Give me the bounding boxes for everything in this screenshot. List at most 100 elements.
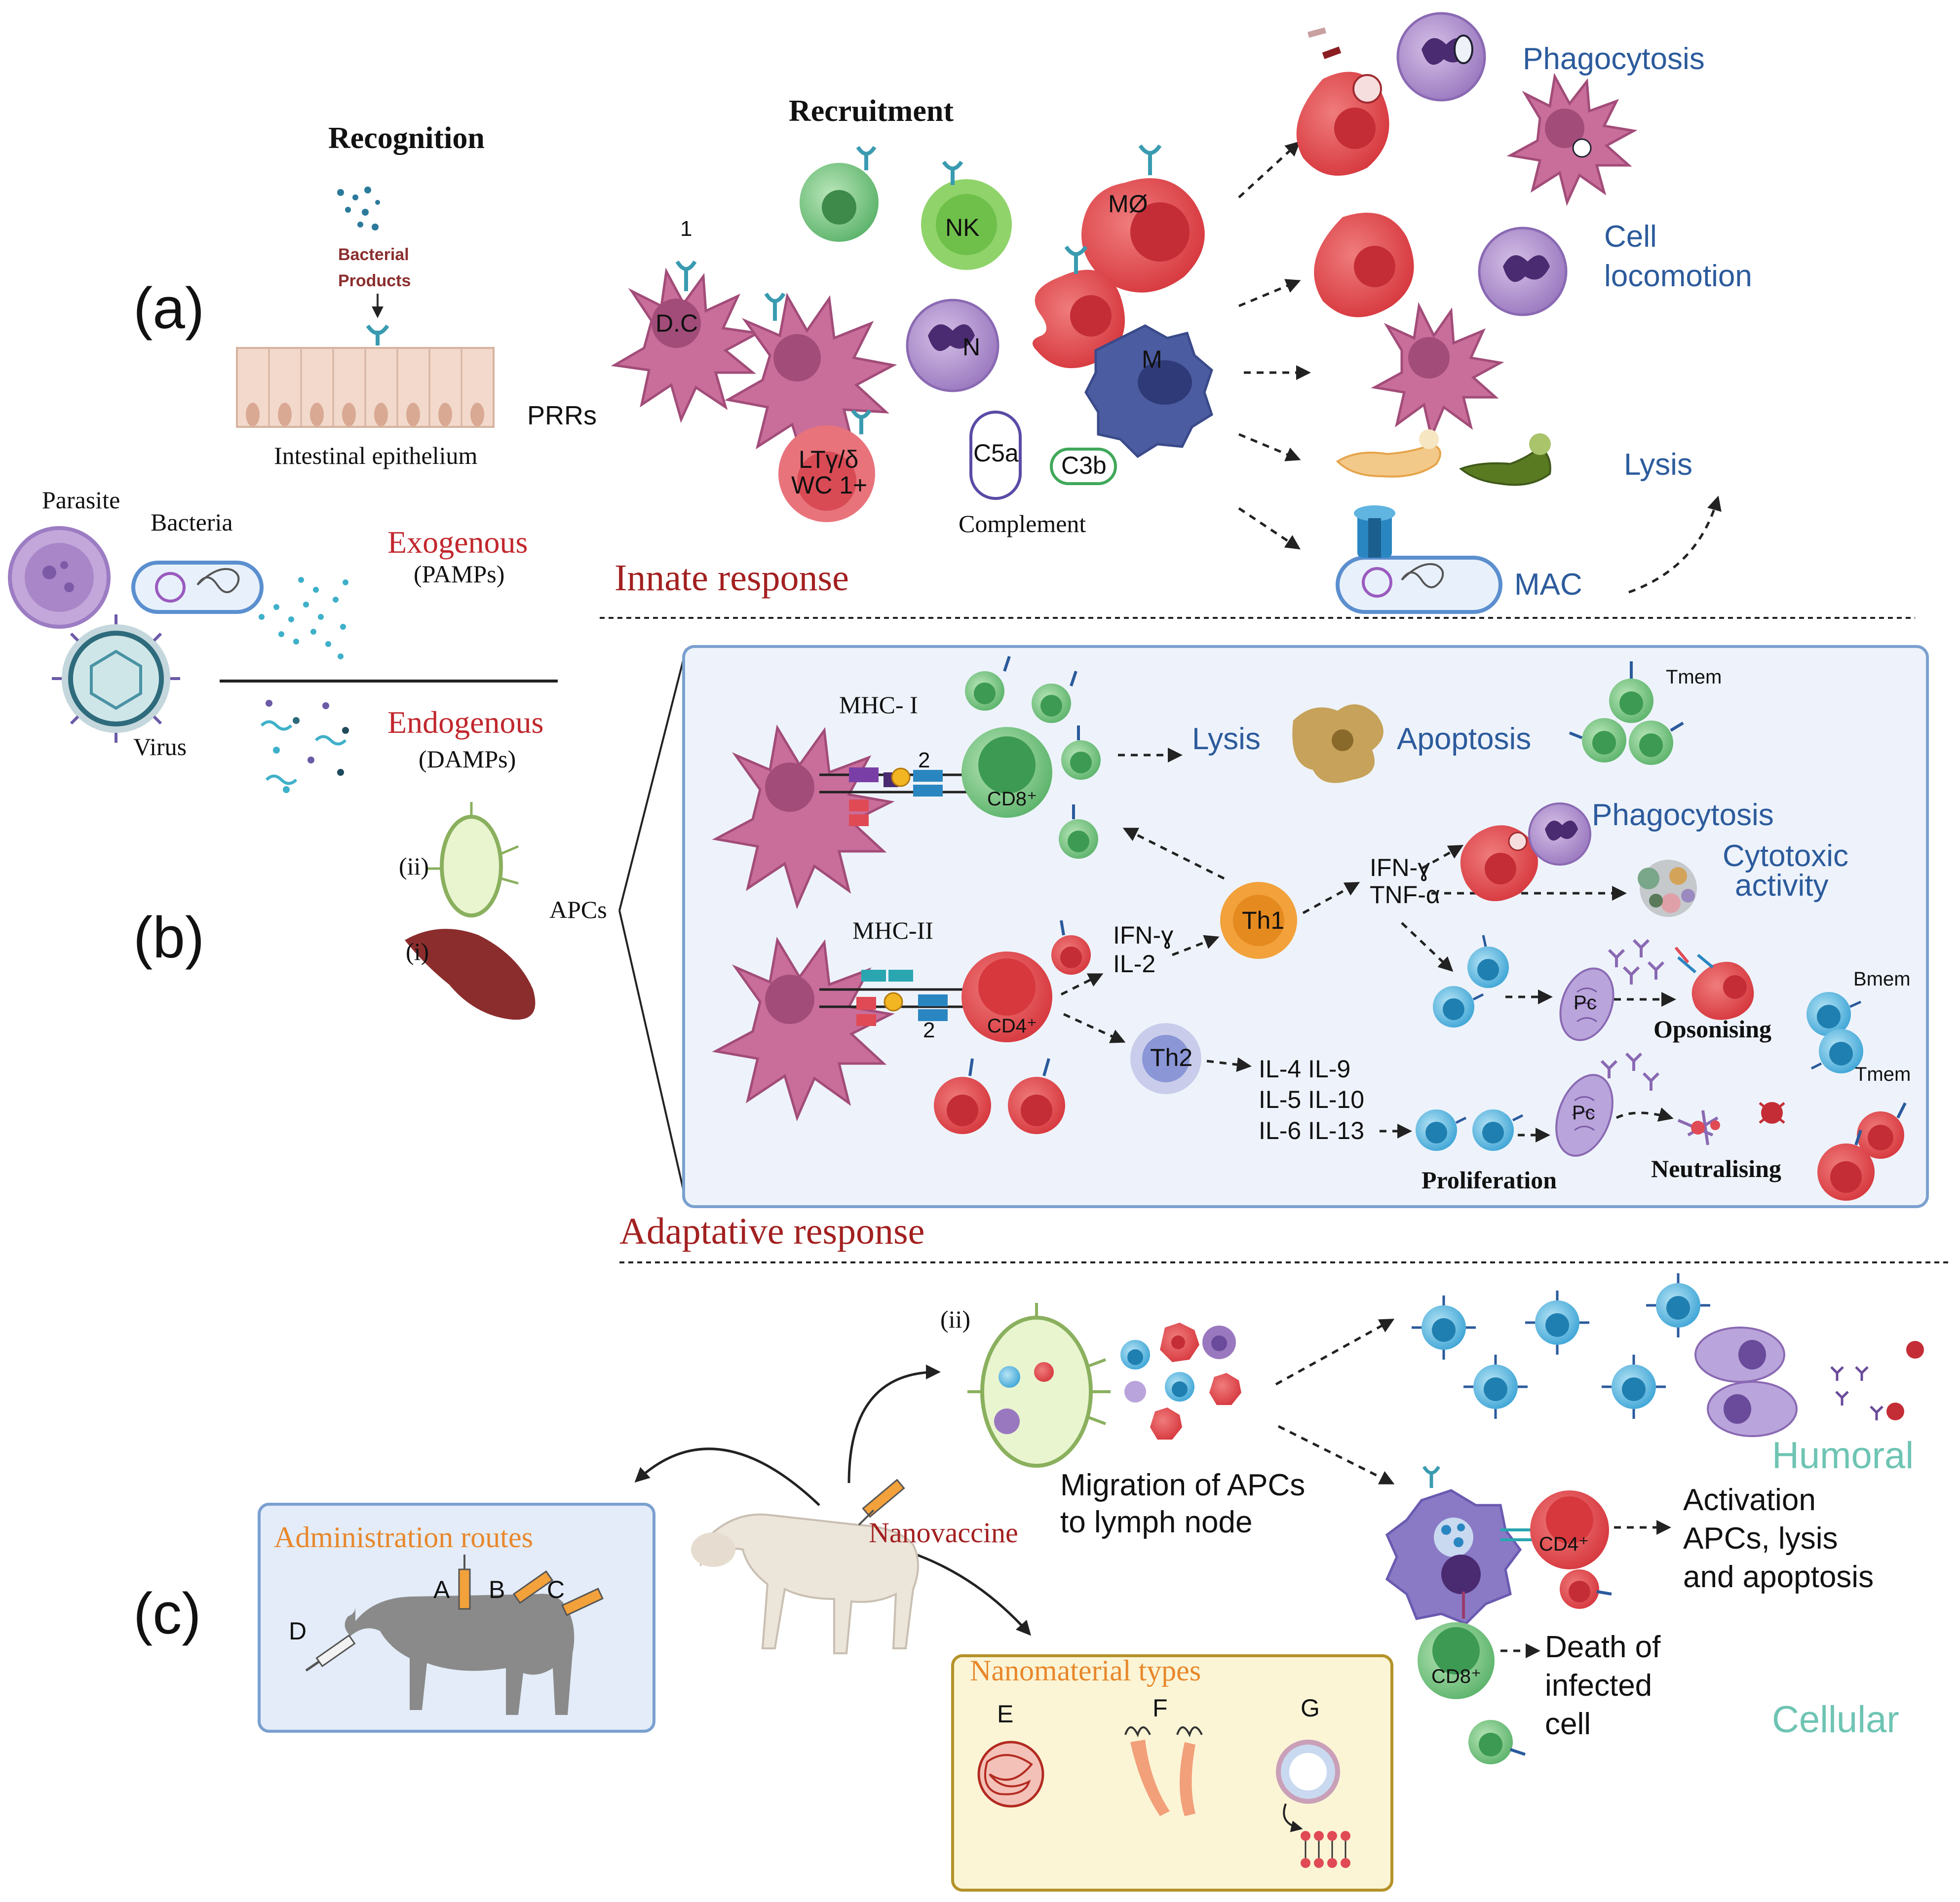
mhc2-tcr-complex-icon (819, 970, 967, 1026)
antibodies-top-icon (1608, 939, 1665, 985)
damps-dots (260, 700, 349, 793)
cytotoxic-label-2: activity (1735, 869, 1828, 903)
panel-label-a: (a) (133, 276, 204, 341)
apcs-label: APCs (549, 896, 607, 923)
ifn-tnf-label-2: TNF-α (1370, 881, 1440, 909)
type-e-label: E (997, 1700, 1013, 1728)
dc-label: D.C (655, 309, 698, 337)
pamps-label: (PAMPs) (414, 560, 504, 588)
route-b-label: B (489, 1576, 505, 1603)
arrow-pc-to-neutralising (1615, 1107, 1674, 1122)
arrow-to-humoral (1275, 1319, 1395, 1386)
organ-i-icon (405, 929, 536, 1020)
nanoparticle-e-icon (977, 1741, 1044, 1808)
cytotoxic-label-1: Cytotoxic (1723, 839, 1848, 873)
type-f-label: F (1153, 1694, 1168, 1722)
route-a-label: A (433, 1576, 450, 1603)
arrow-to-administration (634, 1447, 820, 1506)
cellular-cd8-label: CD8⁺ (1431, 1666, 1481, 1687)
humoral-label: Humoral (1772, 1435, 1914, 1477)
green-cell-icon (800, 163, 879, 242)
phagocytosis-label: Phagocytosis (1523, 42, 1705, 76)
lt-cell-icon (778, 425, 875, 522)
recognition-heading: Recognition (328, 121, 485, 155)
cd4-label: CD4⁺ (987, 1015, 1037, 1037)
apc-activation-icon (1385, 1466, 1522, 1625)
tmem-bottom-cells-icon (1817, 1102, 1907, 1201)
plasma-cell-top-icon (1559, 967, 1614, 1041)
mhc1-tcr-complex-icon (819, 767, 967, 826)
c5a-box (969, 411, 1022, 500)
lt-label-1: LTγ/δ (799, 446, 858, 473)
macrophage-cell-icon (1033, 269, 1125, 368)
cd8-cell-icon (961, 727, 1052, 818)
humoral-antibodies-icon (1830, 1341, 1924, 1420)
apoptosis-label: Apoptosis (1397, 722, 1531, 756)
dashed-arrows-innate (1238, 141, 1722, 594)
adaptative-response-title: Adaptative response (619, 1211, 924, 1252)
opsonised-cell-icon (1674, 947, 1754, 1020)
dendritic-cell-mhc1-icon (712, 724, 895, 910)
c5a-label: C5a (973, 439, 1019, 467)
small-red-cell-icon (1560, 1569, 1612, 1609)
receptor-icon (942, 160, 963, 185)
cd4-cell-icon (961, 951, 1052, 1042)
type-g-label: G (1301, 1694, 1320, 1722)
arrow-to-bcell (1401, 922, 1454, 972)
c3b-box (1050, 448, 1117, 485)
cell-locomotion-label-2: locomotion (1604, 259, 1752, 293)
parasite-icon (8, 526, 111, 629)
intestinal-epithelium-label: Intestinal epithelium (274, 442, 478, 469)
lysis-label-innate: Lysis (1624, 448, 1692, 482)
neutralising-label: Neutralising (1651, 1155, 1781, 1182)
phagocytosis-b-label: Phagocytosis (1592, 798, 1774, 832)
death-label-1: Death of (1545, 1630, 1661, 1664)
proliferation-b-cells-icon (1416, 1109, 1524, 1151)
tmem-bottom-label: Tmem (1855, 1064, 1911, 1085)
il-label-1: IL-4 IL-9 (1259, 1055, 1350, 1083)
lymph-node-icon (967, 1303, 1111, 1468)
cow-silhouette-icon (345, 1594, 575, 1715)
bmem-label: Bmem (1853, 968, 1911, 990)
zebu-cattle-icon (691, 1513, 919, 1654)
nk-cell-icon (921, 179, 1012, 270)
tmem-top-label: Tmem (1666, 666, 1722, 688)
antibodies-bottom-icon (1600, 1052, 1660, 1091)
activation-label-2: APCs, lysis (1683, 1522, 1838, 1556)
humoral-b-cells-icon (1412, 1273, 1710, 1419)
th2-label: Th2 (1150, 1044, 1192, 1071)
death-label-3: cell (1545, 1707, 1591, 1741)
apoptosis-icon (1292, 704, 1384, 783)
arrow-to-lymph-node (847, 1365, 941, 1484)
migration-label-1: Migration of APCs (1060, 1468, 1305, 1502)
nanomaterial-f-icon (1124, 1726, 1203, 1816)
receptor-icon (764, 292, 786, 321)
locomotion-cells-icon (1314, 213, 1568, 441)
lysis-label-adaptive: Lysis (1192, 722, 1261, 756)
endogenous-label: Endogenous (387, 705, 543, 740)
dendritic-cell-icon (724, 292, 897, 467)
injection-syringes-icon (305, 1555, 604, 1672)
migration-label-2: to lymph node (1060, 1505, 1252, 1539)
t-cell-small-icons (965, 656, 1101, 859)
th1-cell-icon (1220, 882, 1297, 959)
liposome-g-icon (1276, 1740, 1350, 1868)
lysis-bacteria-icon (1336, 429, 1551, 486)
nk-label: NK (945, 214, 979, 241)
receptor-icon (851, 409, 872, 434)
il-label-2: IL-5 IL-10 (1259, 1086, 1364, 1113)
nanomaterial-types-box (951, 1654, 1393, 1892)
dendritic-cell-icon (611, 267, 762, 423)
apcs-bracket (618, 648, 687, 1202)
bacteria-icon (131, 561, 264, 614)
proliferation-label: Proliferation (1422, 1166, 1557, 1194)
m-label: M (1142, 345, 1162, 373)
th2-cell-icon (1130, 1023, 1201, 1094)
receptor-icon (856, 146, 877, 170)
pc-label-bottom: Pc (1572, 1102, 1595, 1124)
nanovaccine-label: Nanovaccine (869, 1517, 1018, 1549)
damps-label: (DAMPs) (419, 745, 516, 773)
organ-ii-label: (ii) (399, 852, 429, 880)
organ-i-label: (i) (406, 938, 429, 965)
